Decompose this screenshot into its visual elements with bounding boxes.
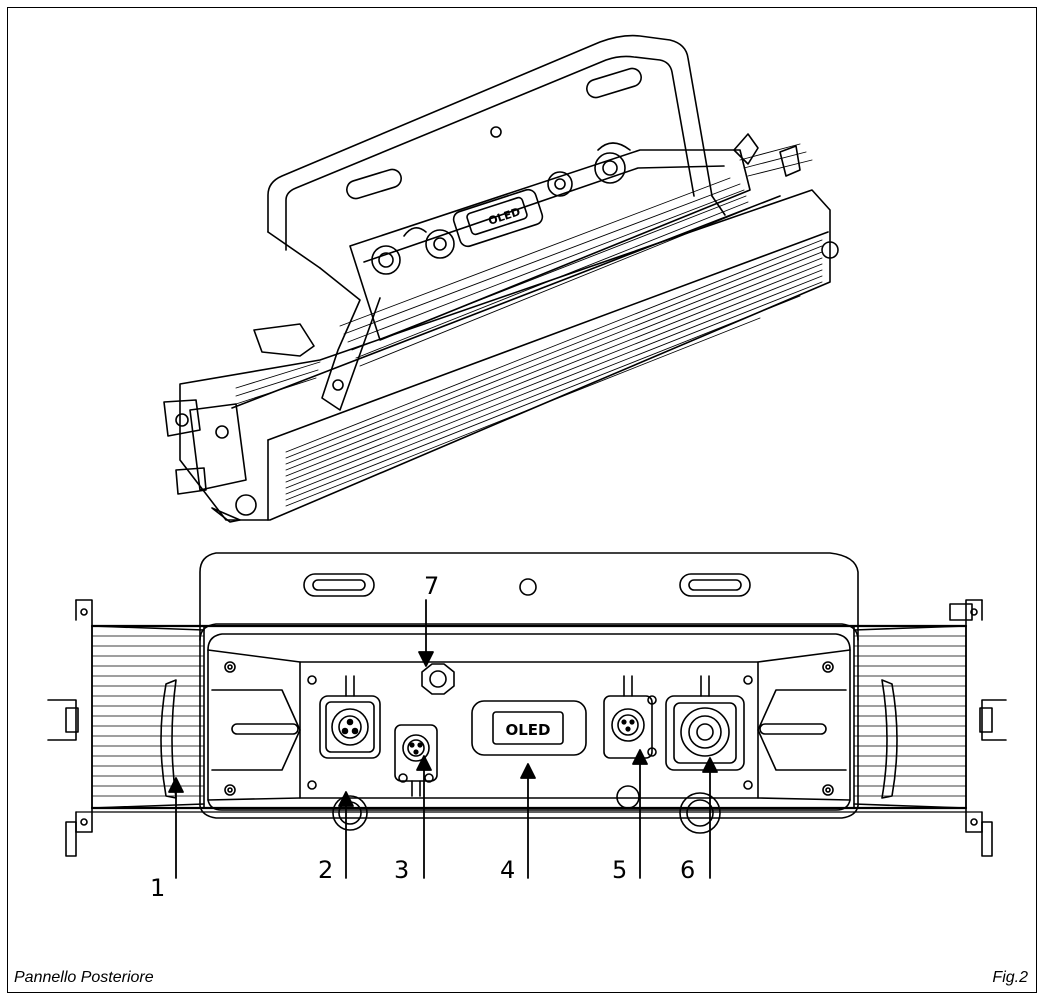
callout-3: 3 [394, 856, 410, 884]
rear-panel [199, 623, 859, 834]
rear-yoke [199, 552, 859, 641]
rear-oled-label: OLED [505, 721, 550, 739]
figure-number: Fig.2 [992, 969, 1028, 986]
leader-lines [168, 599, 718, 879]
callout-7: 7 [424, 572, 440, 600]
connector-5-xlr-out [603, 675, 657, 759]
rear-view: OLED [47, 552, 1007, 879]
rear-fins-left [47, 599, 205, 857]
callout-6: 6 [680, 856, 696, 884]
figure-frame [7, 7, 1037, 993]
callout-1: 1 [150, 874, 166, 902]
callout-2: 2 [318, 856, 334, 884]
rear-fins-right [853, 599, 1007, 857]
connector-3-xlr-in [394, 724, 438, 797]
connector-6-powercon-out [665, 675, 745, 771]
oled-display: OLED [471, 700, 587, 756]
callout-4: 4 [500, 856, 516, 884]
connector-2-powercon-in [319, 675, 381, 759]
iso-body: OLED [163, 133, 839, 523]
iso-yoke [267, 34, 726, 411]
figure-caption: Pannello Posteriore [14, 969, 154, 986]
connector-7-fuse [421, 663, 455, 695]
callout-5: 5 [612, 856, 628, 884]
isometric-view: OLED [163, 34, 839, 523]
